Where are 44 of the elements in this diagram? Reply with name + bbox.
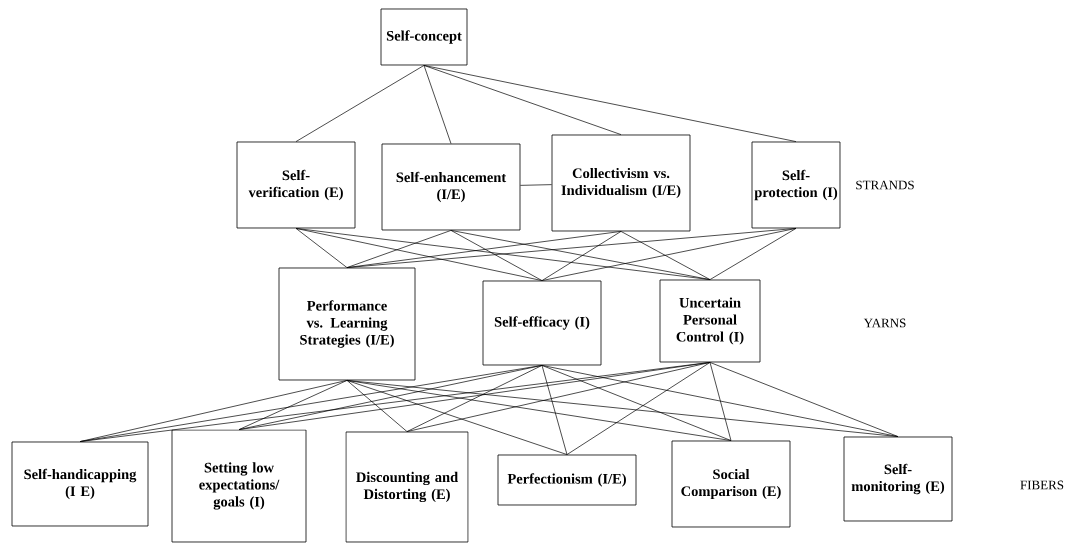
connector-line [346,380,408,432]
concept-box: Self-efficacy (I) [482,280,602,366]
connector-line [346,380,568,455]
connector-line [295,65,425,142]
connector-line [295,228,543,281]
connector-line [541,365,568,455]
concept-box: Self-handicapping (I E) [11,441,149,527]
concept-box: Self-protection (I) [751,141,841,229]
concept-box: Self-verification (E) [236,141,356,229]
connector-line [541,365,732,441]
concept-box: Perfectionism (I/E) [497,454,637,506]
connector-line [406,365,543,432]
connector-line [450,230,711,280]
connector-line [238,365,543,430]
concept-box: Uncertain Personal Control (I) [659,279,761,363]
connector-line [295,228,348,268]
level-label: FIBERS [1020,480,1064,490]
connector-line [709,228,797,280]
connector-line [541,231,622,281]
connector-line [423,65,622,135]
concept-box: Discounting and Distorting (E) [345,431,469,543]
concept-box: Social Comparison (E) [671,440,791,528]
connector-line [423,65,452,144]
concept-box: Self-monitoring (E) [843,436,953,522]
connector-line [346,230,452,268]
connector-line [520,184,552,186]
connector-line [423,65,797,142]
connector-line [238,380,348,430]
connector-line [709,362,899,437]
level-label: YARNS [863,318,906,328]
connector-line [79,380,348,442]
connector-line [406,362,711,432]
concept-box: Setting low expectations/ goals (I) [171,429,307,543]
connector-line [620,231,711,280]
concept-box: Self-enhancement (I/E) [381,143,521,231]
connector-line [541,228,797,281]
concept-box: Collectivism vs. Individualism (I/E) [551,134,691,232]
level-label: STRANDS [856,180,914,190]
concept-box: Performance vs. Learning Strategies (I/E) [278,267,416,381]
connector-line [566,362,711,455]
connector-line [541,365,899,437]
connector-line [709,362,732,441]
connector-line [450,230,543,281]
concept-box: Self-concept [380,8,468,66]
